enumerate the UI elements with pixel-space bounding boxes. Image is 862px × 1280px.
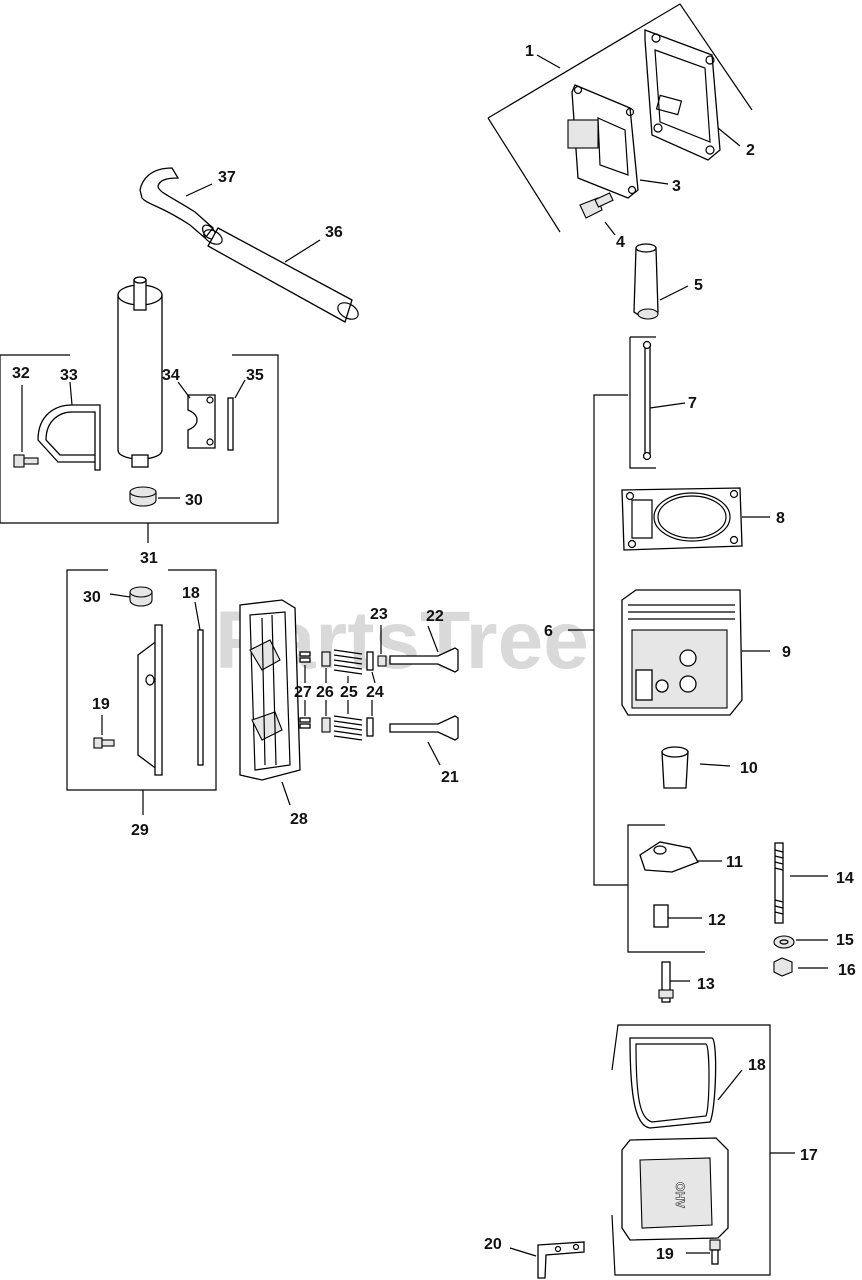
callout-22: 22	[426, 608, 444, 625]
head-stud-hardware	[773, 842, 828, 977]
callout-34: 34	[162, 367, 180, 384]
callout-15: 15	[836, 932, 854, 949]
cover-lettering: OHV	[673, 1182, 687, 1208]
callout-19-valve-cover: 19	[92, 696, 110, 713]
callout-27: 27	[294, 684, 312, 701]
callout-30-filter: 30	[185, 492, 203, 509]
callout-1: 1	[525, 43, 534, 60]
callout-31: 31	[140, 550, 158, 567]
callout-36: 36	[325, 224, 343, 241]
callout-7: 7	[688, 395, 697, 412]
callout-30-valve-cover: 30	[83, 589, 101, 606]
callout-19-rocker-cover: 19	[656, 1246, 674, 1263]
cylinder-head-28-part	[239, 599, 301, 781]
cover-gasket-part	[629, 1037, 717, 1129]
callout-12: 12	[708, 912, 726, 929]
head-assembly-right	[568, 243, 770, 1003]
callout-2: 2	[746, 142, 755, 159]
cylinder-head-valvetrain	[239, 599, 459, 806]
callout-5: 5	[694, 277, 703, 294]
gasket-part	[644, 29, 721, 161]
callout-4: 4	[616, 234, 625, 251]
callout-8: 8	[776, 510, 785, 527]
hose-elbow-part	[139, 167, 214, 239]
callout-9: 9	[782, 644, 791, 661]
breather-filter-assembly	[0, 276, 279, 543]
callout-10: 10	[740, 760, 758, 777]
rocker-cover-assembly: OHV	[611, 1024, 795, 1276]
callout-32: 32	[12, 365, 30, 382]
callout-25: 25	[340, 684, 358, 701]
callout-20: 20	[484, 1236, 502, 1253]
callout-24: 24	[366, 684, 384, 701]
hose-part	[207, 227, 353, 323]
bracket-20	[509, 1241, 585, 1279]
callout-28: 28	[290, 811, 308, 828]
callout-18-valve-cover: 18	[182, 585, 200, 602]
callout-18-rocker-cover: 18	[748, 1057, 766, 1074]
callout-37: 37	[218, 169, 236, 186]
callout-13: 13	[697, 976, 715, 993]
callout-labels: 1 2 3 4 5 6 7 8 9 10 11 12 13 14 15 16 1…	[12, 43, 856, 1263]
callout-21: 21	[441, 769, 459, 786]
callout-17: 17	[800, 1147, 818, 1164]
callout-23: 23	[370, 606, 388, 623]
callout-33: 33	[60, 367, 78, 384]
breather-hoses	[139, 167, 359, 323]
callout-29: 29	[131, 822, 149, 839]
callout-6: 6	[544, 623, 553, 640]
callout-26: 26	[316, 684, 334, 701]
callout-16: 16	[838, 962, 856, 979]
callout-35: 35	[246, 367, 264, 384]
callout-14: 14	[836, 870, 854, 887]
callout-11: 11	[726, 854, 743, 871]
valve-cover-assembly	[66, 569, 217, 815]
callout-3: 3	[672, 178, 681, 195]
breather-cover-assembly	[487, 3, 753, 236]
